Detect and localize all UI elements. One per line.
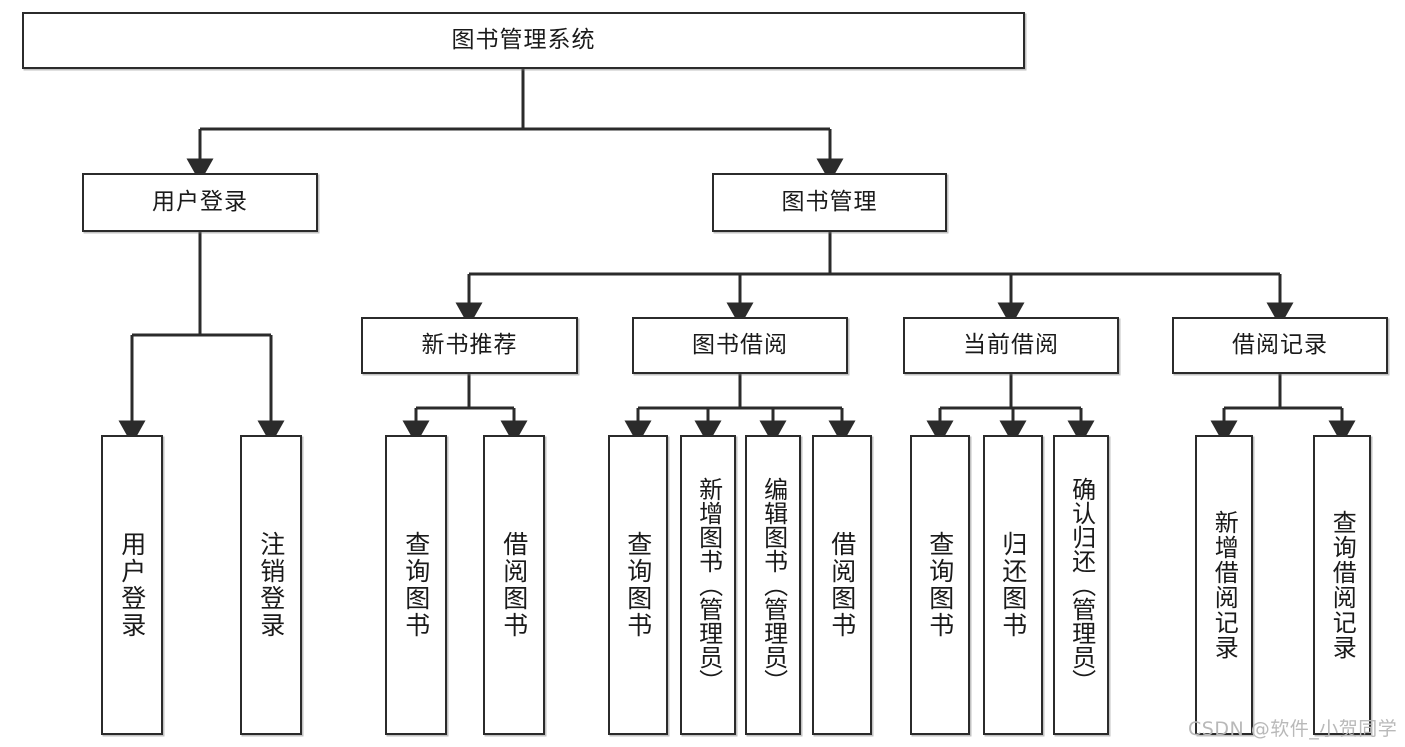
node-leaf-logout-label: 注销登录 xyxy=(256,531,286,639)
node-borrow-record[interactable]: 借阅记录 xyxy=(1172,317,1388,374)
node-leaf-add-record[interactable]: 新增借阅记录 xyxy=(1195,435,1253,735)
node-current-borrow-label: 当前借阅 xyxy=(963,331,1059,358)
node-leaf-edit-book-label: 编辑图书（管理员） xyxy=(759,477,788,693)
node-leaf-user-login-label: 用户登录 xyxy=(117,531,147,639)
node-leaf-logout[interactable]: 注销登录 xyxy=(240,435,302,735)
node-root[interactable]: 图书管理系统 xyxy=(22,12,1025,69)
node-leaf-edit-book[interactable]: 编辑图书（管理员） xyxy=(745,435,801,735)
node-leaf-query-book-rec[interactable]: 查询图书 xyxy=(385,435,447,735)
node-user-login[interactable]: 用户登录 xyxy=(82,173,318,232)
node-leaf-return-book[interactable]: 归还图书 xyxy=(983,435,1043,735)
node-leaf-add-book-label: 新增图书（管理员） xyxy=(694,477,723,693)
node-leaf-add-book[interactable]: 新增图书（管理员） xyxy=(680,435,736,735)
node-book-borrow-label: 图书借阅 xyxy=(692,331,788,358)
node-root-label: 图书管理系统 xyxy=(451,26,596,53)
node-leaf-query-book-b[interactable]: 查询图书 xyxy=(608,435,668,735)
node-leaf-borrow-book-rec-label: 借阅图书 xyxy=(499,531,529,639)
node-book-manage-label: 图书管理 xyxy=(781,188,878,215)
node-new-book-rec-label: 新书推荐 xyxy=(421,331,518,358)
node-leaf-query-book-rec-label: 查询图书 xyxy=(401,531,431,639)
node-leaf-query-book-b-label: 查询图书 xyxy=(623,531,653,639)
node-leaf-user-login[interactable]: 用户登录 xyxy=(101,435,163,735)
node-leaf-borrow-book-rec[interactable]: 借阅图书 xyxy=(483,435,545,735)
node-leaf-return-book-label: 归还图书 xyxy=(998,531,1028,639)
watermark: CSDN @软件_小贺同学 xyxy=(1188,718,1398,740)
node-user-login-label: 用户登录 xyxy=(152,188,248,215)
node-new-book-rec[interactable]: 新书推荐 xyxy=(361,317,578,374)
node-leaf-query-record[interactable]: 查询借阅记录 xyxy=(1313,435,1371,735)
node-leaf-confirm-return[interactable]: 确认归还（管理员） xyxy=(1053,435,1109,735)
node-current-borrow[interactable]: 当前借阅 xyxy=(903,317,1119,374)
node-leaf-add-record-label: 新增借阅记录 xyxy=(1210,510,1239,660)
node-leaf-borrow-book-b[interactable]: 借阅图书 xyxy=(812,435,872,735)
node-leaf-confirm-return-label: 确认归还（管理员） xyxy=(1067,477,1096,693)
node-book-borrow[interactable]: 图书借阅 xyxy=(632,317,848,374)
node-leaf-query-book-c[interactable]: 查询图书 xyxy=(910,435,970,735)
node-book-manage[interactable]: 图书管理 xyxy=(712,173,947,232)
node-leaf-borrow-book-b-label: 借阅图书 xyxy=(827,531,857,639)
node-leaf-query-book-c-label: 查询图书 xyxy=(925,531,955,639)
node-borrow-record-label: 借阅记录 xyxy=(1232,331,1328,358)
node-leaf-query-record-label: 查询借阅记录 xyxy=(1328,510,1357,660)
